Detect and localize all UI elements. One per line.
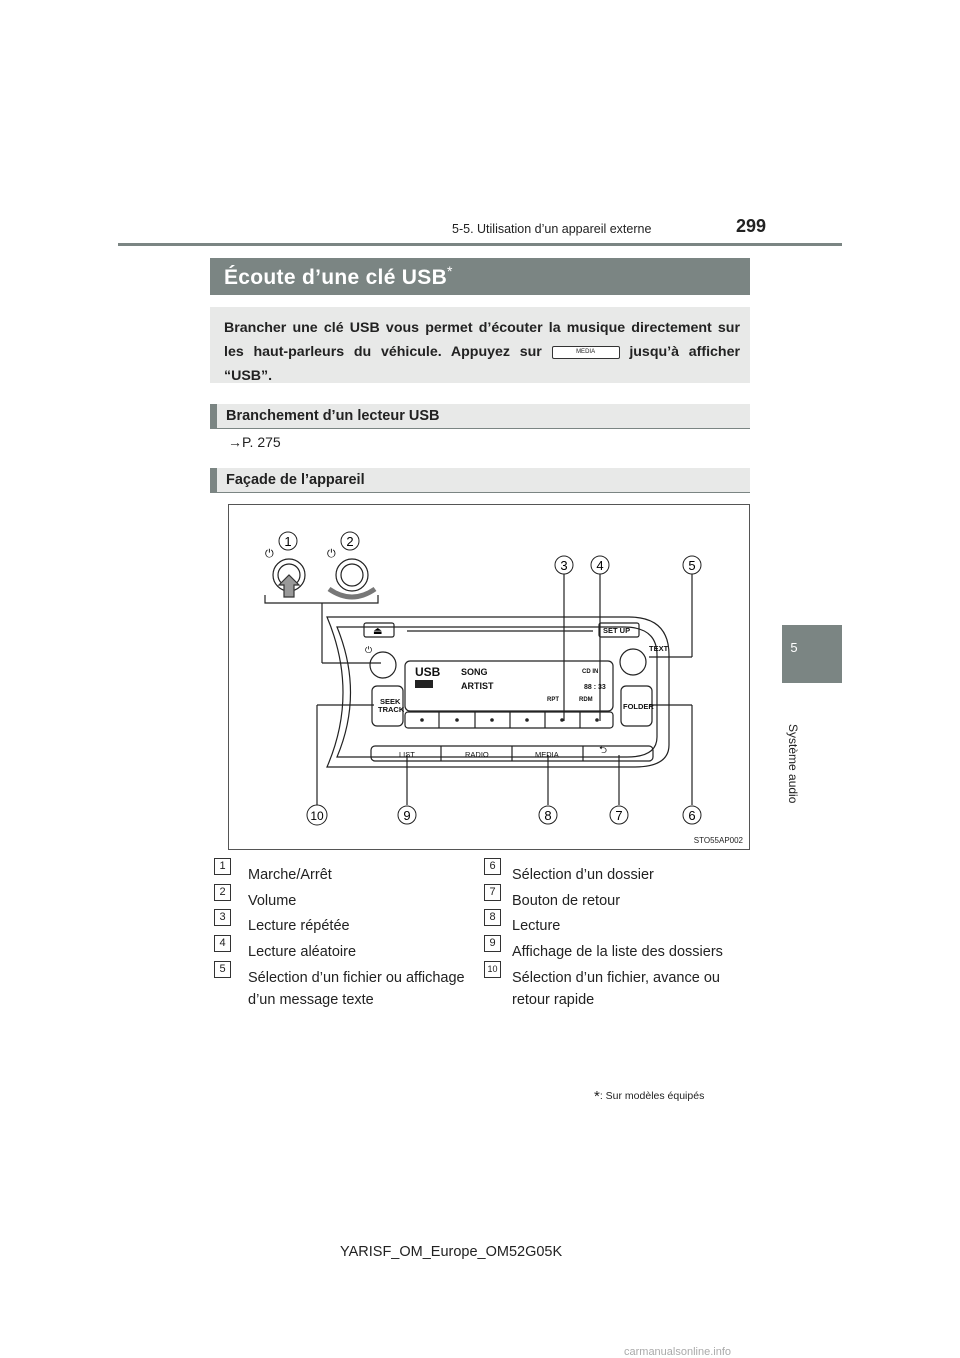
header-rule	[118, 243, 842, 246]
display-artist: ARTIST	[461, 681, 494, 691]
power-symbol-icon-3: ⏻	[365, 645, 372, 656]
volume-knob-icon	[335, 558, 369, 592]
legend-number: 4	[214, 935, 231, 952]
legend-text: Sélection d’un dossier	[512, 867, 654, 883]
folder-button-label: FOLDER	[623, 702, 654, 711]
legend-number: 10	[484, 961, 501, 978]
callout-4: 4	[596, 558, 603, 573]
display-cd-in: CD IN	[582, 669, 598, 675]
track-button-label: TRACK	[378, 705, 405, 714]
legend-number: 1	[214, 858, 231, 875]
page-reference: →P. 275	[228, 434, 281, 450]
setup-button-label: SET UP	[603, 626, 630, 635]
intro-text-before: Brancher une clé USB vous permet d’écout…	[224, 320, 740, 360]
document-id: YARISF_OM_Europe_OM52G05K	[340, 1244, 563, 1260]
intro-text-after: jusqu’à afficher “USB”.	[224, 344, 740, 384]
callout-2: 2	[346, 534, 353, 549]
media-button-label: MEDIA	[535, 750, 559, 759]
legend-number: 9	[484, 935, 501, 952]
callout-6: 6	[688, 808, 695, 823]
page-title: Écoute d’une clé USB*	[210, 258, 750, 295]
legend-text: Bouton de retour	[512, 893, 621, 909]
radio-button-label: RADIO	[465, 750, 489, 759]
footnote-text: : Sur modèles équipés	[599, 1090, 705, 1102]
audio-unit-figure: ⏻ ⏻ ⏻ ⏏ ⮌ 1 2 3 4 5 6 7 8	[228, 504, 750, 850]
display-time: 88 : 33	[584, 684, 606, 691]
media-key-icon: MEDIA	[551, 345, 620, 359]
footnote: *: Sur modèles équipés	[594, 1088, 704, 1105]
footnote-mark: *	[594, 1088, 600, 1105]
chapter-tab-label: Système audio	[786, 724, 800, 804]
figure-code: STO55AP002	[693, 836, 743, 845]
seek-button-label: SEEK	[380, 697, 401, 706]
power-symbol-icon: ⏻	[265, 547, 274, 560]
callout-8: 8	[544, 808, 551, 823]
subheading-front-panel: Façade de l’appareil	[210, 468, 750, 493]
chapter-tab	[782, 625, 842, 683]
display-song: SONG	[461, 667, 488, 677]
intro-box: Brancher une clé USB vous permet d’écout…	[210, 307, 750, 384]
eject-icon: ⏏	[373, 626, 382, 637]
legend-text: Affichage de la liste des dossiers	[512, 944, 723, 960]
display-rdm: RDM	[579, 697, 593, 703]
legend-number: 5	[214, 961, 231, 978]
callout-10: 10	[310, 809, 324, 823]
callout-5: 5	[688, 558, 695, 573]
callout-7: 7	[615, 808, 622, 823]
legend-text-line1: Sélection d’un fichier ou affichage	[248, 970, 465, 986]
legend-number: 6	[484, 858, 501, 875]
text-button-label: TEXT	[649, 644, 669, 653]
legend-text-line2: d’un message texte	[248, 992, 374, 1008]
display-rpt: RPT	[547, 697, 559, 703]
legend-number: 7	[484, 884, 501, 901]
page-title-text: Écoute d’une clé USB	[224, 266, 448, 289]
legend-text: Marche/Arrêt	[248, 867, 332, 883]
title-footnote-mark: *	[447, 263, 453, 279]
watermark: carmanualsonline.info	[624, 1346, 732, 1358]
callout-3: 3	[560, 558, 567, 573]
display-source: USB	[415, 665, 441, 679]
list-button-label: LIST	[399, 750, 415, 759]
legend-text: Volume	[248, 893, 297, 909]
legend-text-line1: Sélection d’un fichier, avance ou	[512, 970, 720, 986]
legend-text: Lecture répétée	[248, 918, 350, 934]
chapter-tab-number: 5	[790, 640, 798, 655]
legend-number: 2	[214, 884, 231, 901]
callout-9: 9	[403, 808, 410, 823]
section-header: 5-5. Utilisation d’un appareil externe	[452, 222, 652, 236]
legend-number: 3	[214, 909, 231, 926]
callout-1: 1	[284, 534, 291, 549]
legend-number: 8	[484, 909, 501, 926]
legend-text-line2: retour rapide	[512, 992, 595, 1008]
legend-text: Lecture	[512, 918, 561, 934]
page-number: 299	[736, 216, 767, 236]
back-arrow-icon: ⮌	[599, 745, 607, 756]
power-symbol-icon-2: ⏻	[327, 547, 336, 560]
legend-text: Lecture aléatoire	[248, 944, 357, 960]
audio-unit-illustration: ⏻ ⏻ ⏻ ⏏ ⮌ 1 2 3 4 5 6 7 8	[264, 531, 702, 826]
subheading-usb-connection: Branchement d’un lecteur USB	[210, 404, 750, 429]
